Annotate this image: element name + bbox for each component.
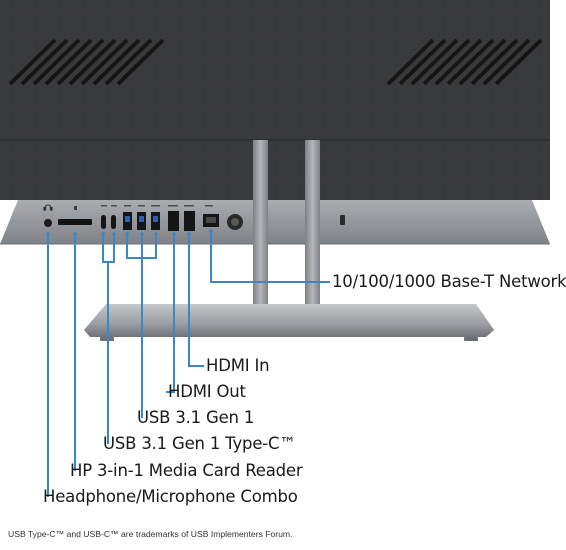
callout-hdmi-in: HDMI In [206, 356, 270, 375]
callout-lines [47, 231, 330, 497]
io-panel [0, 200, 550, 244]
left-vent [8, 38, 165, 86]
callout-usb31-typec: USB 3.1 Gen 1 Type-C™ [103, 434, 296, 453]
trademark-footnote: USB Type-C™ and USB-C™ are trademarks of… [8, 529, 293, 539]
callout-ethernet: 10/100/1000 Base-T Network [332, 272, 566, 291]
callout-usb31: USB 3.1 Gen 1 [137, 408, 255, 427]
stand-right-post [305, 140, 320, 318]
callout-headphone: Headphone/Microphone Combo [43, 487, 298, 506]
callout-hdmi-out: HDMI Out [168, 382, 246, 401]
stand-left-post [253, 140, 268, 318]
hdmi-out-port [168, 211, 179, 231]
headphone-jack [44, 219, 52, 227]
chassis-back [0, 0, 550, 200]
right-vent [386, 38, 543, 86]
hdmi-in-port [184, 211, 195, 231]
headphone-icon [43, 204, 53, 211]
monitor-rear-illustration [0, 0, 550, 497]
usb-c-port-2 [111, 215, 116, 229]
callout-card-reader: HP 3-in-1 Media Card Reader [70, 461, 303, 480]
card-reader-slot [58, 219, 92, 225]
lock-slot-icon [340, 215, 345, 225]
stand-base [84, 304, 494, 337]
usb-c-port-1 [101, 215, 106, 229]
power-button-icon [227, 214, 243, 230]
